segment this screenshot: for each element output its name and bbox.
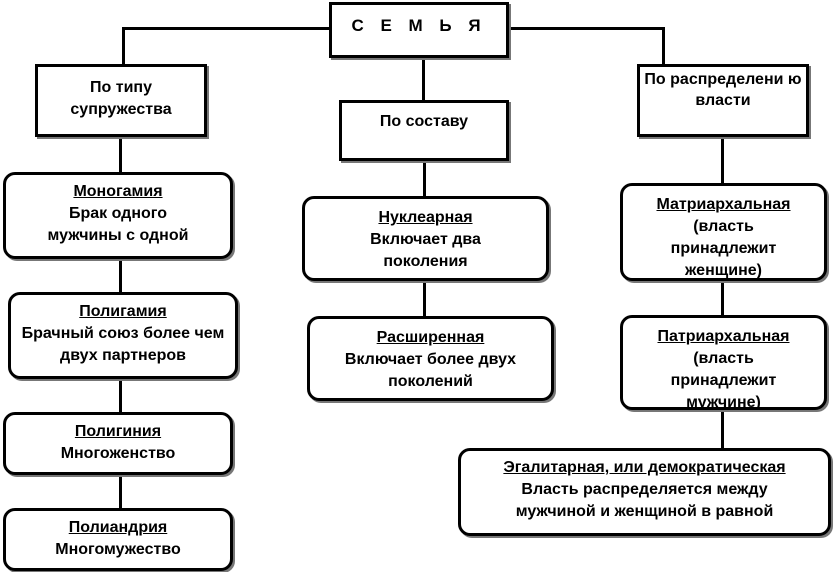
node-title: Матриархальная (656, 196, 791, 213)
connector-to-composition (422, 55, 425, 101)
node-title: Эгалитарная, или демократическая (503, 459, 786, 476)
node-patriarchal: Патриархальная (власть принадлежит мужчи… (620, 315, 827, 410)
node-monogamy: Моногамия Брак одного мужчины с одной (3, 172, 233, 259)
node-title: Полигиния (74, 423, 162, 440)
root-label: С Е М Ь Я (351, 16, 487, 35)
node-description: Включает более двух поколений (344, 351, 517, 390)
node-polyandry: Полиандрия Многомужество (3, 508, 233, 571)
node-description: Включает два поколения (370, 231, 481, 270)
category-label: По составу (379, 113, 469, 130)
node-title: Полигамия (79, 303, 167, 320)
node-description: Многоженство (60, 445, 176, 462)
node-description: (власть принадлежит женщине) (670, 218, 777, 279)
node-nuclear: Нуклеарная Включает два поколения (302, 196, 549, 281)
node-description: Многомужество (55, 541, 181, 558)
connector-to-type (122, 27, 125, 65)
category-label: По распределени ю власти (644, 71, 802, 109)
node-matriarchal: Матриархальная (власть принадлежит женщи… (620, 183, 827, 281)
connector-power-chain (721, 135, 724, 450)
root-node: С Е М Ь Я (329, 2, 509, 58)
node-title: Нуклеарная (378, 209, 473, 226)
connector-to-power (662, 27, 665, 65)
node-description: Брачный союз более чем двух партнеров (21, 325, 225, 364)
category-composition: По составу (339, 100, 509, 161)
node-title: Полиандрия (68, 519, 168, 536)
node-title: Моногамия (73, 183, 163, 200)
node-description: Брак одного мужчины с одной (47, 205, 189, 244)
category-marriage-type: По типу супружества (35, 64, 207, 137)
category-label: По типу супружества (70, 79, 172, 118)
node-description: Власть распределяется между мужчиной и ж… (515, 481, 774, 520)
node-egalitarian: Эгалитарная, или демократическая Власть … (458, 448, 831, 536)
node-extended: Расширенная Включает более двух поколени… (307, 316, 554, 401)
node-polygyny: Полигиния Многоженство (3, 412, 233, 475)
node-description: (власть принадлежит мужчине) (670, 350, 777, 410)
node-title: Патриархальная (657, 328, 790, 345)
category-power-distribution: По распределени ю власти (637, 64, 809, 137)
node-title: Расширенная (376, 329, 485, 346)
node-polygamy: Полигамия Брачный союз более чем двух па… (8, 292, 238, 379)
